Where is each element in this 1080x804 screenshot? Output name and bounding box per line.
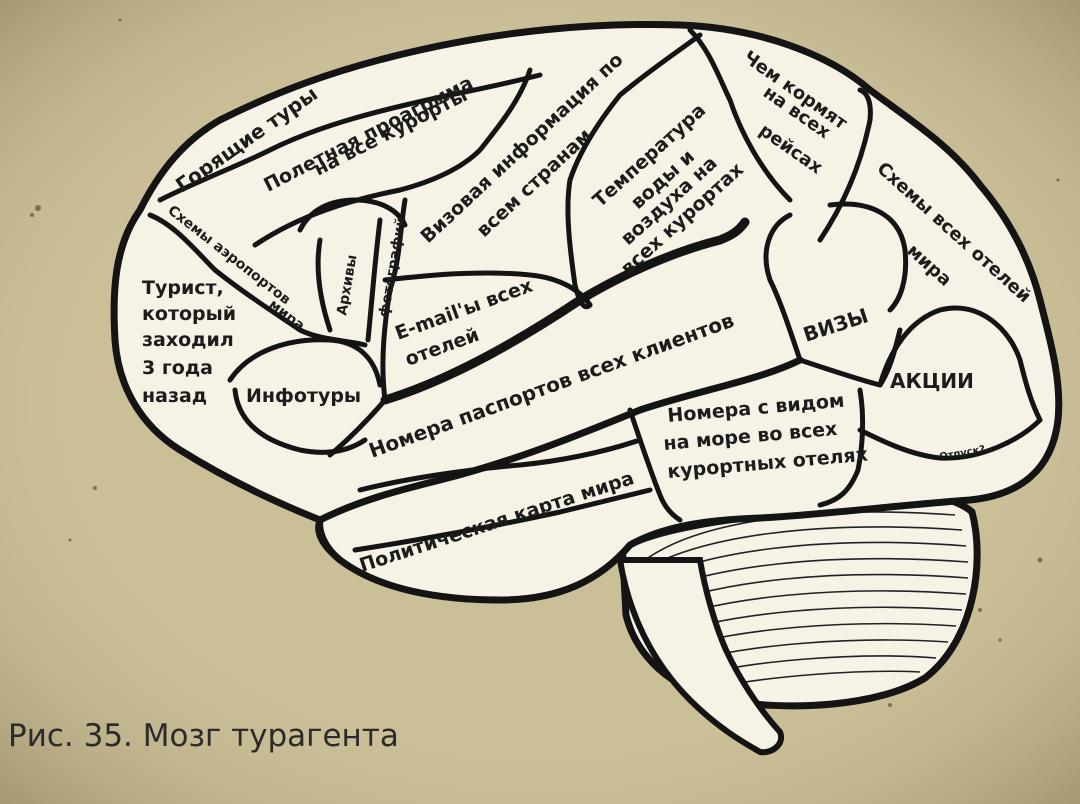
sulci	[147, 27, 1043, 553]
cerebrum-outline	[110, 20, 1063, 604]
label-tourist-1: Турист,	[142, 277, 224, 299]
label-infotours: Инфотуры	[246, 385, 361, 407]
label-promos: АКЦИИ	[890, 369, 974, 393]
figure-caption: Рис. 35. Мозг турагента	[8, 718, 399, 754]
brain-stem	[616, 557, 785, 756]
label-tourist-2: который	[142, 303, 236, 325]
label-tourist-5: назад	[142, 385, 207, 407]
paper-specks	[30, 18, 1060, 707]
label-tourist-4: 3 года	[142, 357, 213, 379]
label-tourist-3: заходил	[142, 329, 234, 351]
